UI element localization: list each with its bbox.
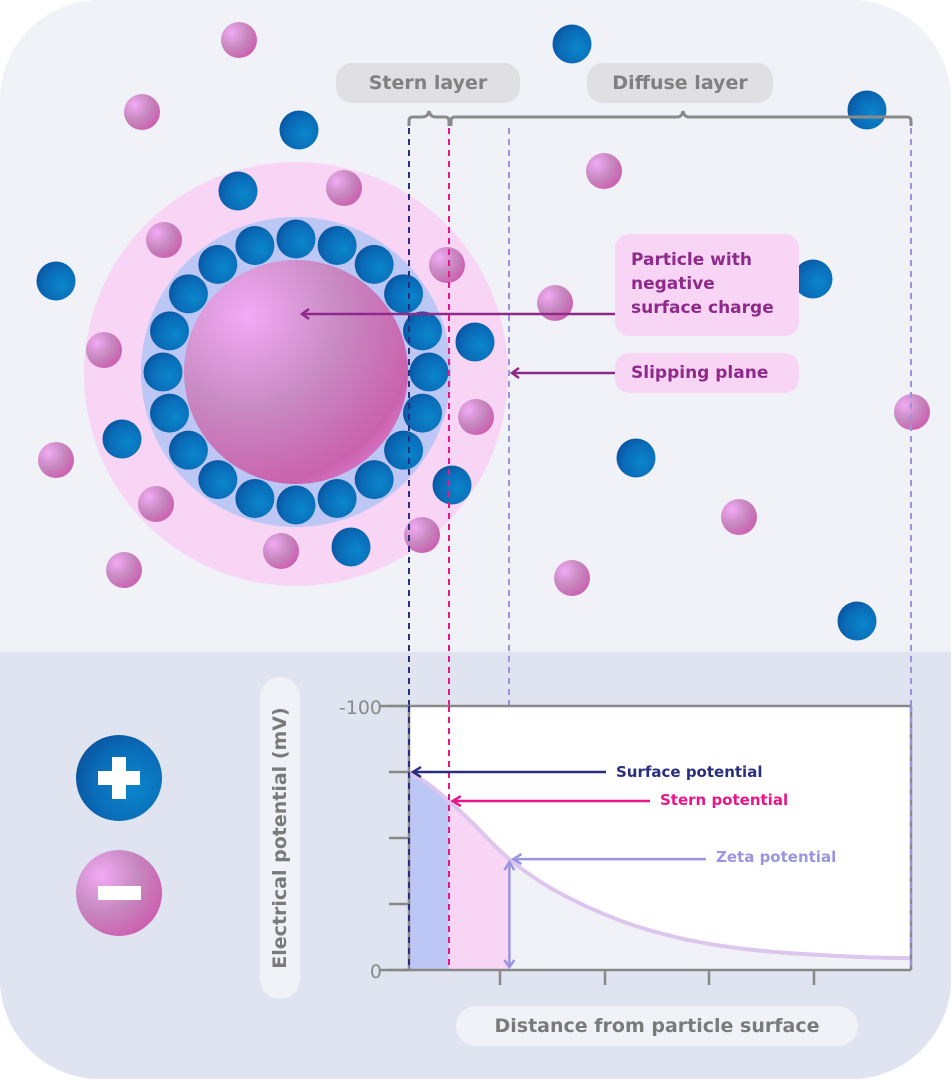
- negative-ion: [894, 394, 930, 430]
- stern-region-fill: [409, 772, 449, 970]
- stern-positive-ion: [235, 478, 275, 518]
- stern-positive-ion: [150, 311, 190, 351]
- slipping-plane-callout: Slipping plane: [615, 353, 799, 393]
- positive-ion: [616, 438, 656, 478]
- y-tick-label-bottom: 0: [369, 961, 382, 983]
- positive-ion: [331, 527, 371, 567]
- negative-ion: [146, 222, 182, 258]
- annotation-arrow-head: [410, 765, 422, 779]
- stern-positive-ion: [317, 226, 357, 266]
- stern-positive-ion: [143, 352, 183, 392]
- positive-ion: [847, 90, 887, 130]
- stern-potential-label: Stern potential: [660, 791, 789, 809]
- positive-ion: [432, 465, 472, 505]
- annotation-arrow-head: [511, 853, 523, 866]
- particle-callout-line-3: surface charge: [631, 298, 774, 318]
- negative-ion: [221, 22, 257, 58]
- positive-ion: [837, 601, 877, 641]
- positive-ion: [455, 322, 495, 362]
- negative-ion: [537, 285, 573, 321]
- negative-ion: [721, 499, 757, 535]
- y-axis-label-pill: [260, 677, 300, 999]
- stern-layer-brace: [407, 110, 451, 126]
- y-tick-label-top: -100: [338, 697, 382, 719]
- negative-ion: [458, 399, 494, 435]
- potential-curve: [407, 770, 912, 961]
- stern-positive-ion: [409, 352, 449, 392]
- negative-ion: [404, 517, 440, 553]
- stern-positive-ion: [150, 393, 190, 433]
- negative-ion: [326, 170, 362, 206]
- stern-layer-ions: [143, 219, 449, 525]
- free-ions: [36, 22, 930, 641]
- negative-ion: [586, 153, 622, 189]
- plus-icon-v: [112, 757, 126, 799]
- stern-layer-label: Stern layer: [336, 63, 520, 103]
- positive-ion: [36, 261, 76, 301]
- diffuse-layer-label: Diffuse layer: [587, 63, 773, 103]
- y-axis-label: Electrical potential (mV): [269, 707, 291, 969]
- stern-positive-ion: [317, 478, 357, 518]
- annotation-arrow-head: [450, 794, 462, 808]
- stern-positive-ion: [276, 219, 316, 259]
- zeta-arrow-head-up: [503, 859, 516, 871]
- surface-potential-label: Surface potential: [616, 763, 763, 781]
- negative-ion: [106, 552, 142, 588]
- stern-positive-ion: [384, 274, 424, 314]
- particle-callout-line-2: negative: [631, 274, 715, 294]
- diffuse-layer-brace: [449, 110, 913, 126]
- negative-ion: [138, 486, 174, 522]
- stern-positive-ion: [402, 311, 442, 351]
- positive-ion: [102, 419, 142, 459]
- negative-ion: [263, 533, 299, 569]
- area-under-curve: [409, 772, 911, 970]
- negative-ion: [86, 332, 122, 368]
- stern-positive-ion: [235, 226, 275, 266]
- stern-positive-ion: [168, 274, 208, 314]
- minus-icon-bar: [98, 886, 141, 900]
- zeta-arrow-head-down: [503, 959, 516, 970]
- stern-positive-ion: [168, 430, 208, 470]
- potential-chart: [379, 704, 913, 985]
- positive-ion: [218, 171, 258, 211]
- stern-positive-ion: [276, 485, 316, 525]
- stern-positive-ion: [198, 460, 238, 500]
- positive-ion: [793, 259, 833, 299]
- stern-positive-ion: [354, 460, 394, 500]
- particle-callout-line-1: Particle with: [631, 250, 752, 270]
- stern-positive-ion: [354, 244, 394, 284]
- particle-arrow-head: [299, 307, 310, 321]
- negative-ion: [124, 94, 160, 130]
- positive-ion: [552, 24, 592, 64]
- positive-ion: [279, 110, 319, 150]
- charged-particle: [184, 260, 408, 484]
- stern-positive-ion: [384, 430, 424, 470]
- stern-positive-ion: [402, 393, 442, 433]
- x-axis-label: Distance from particle surface: [456, 1006, 858, 1046]
- zeta-potential-label: Zeta potential: [716, 848, 837, 866]
- negative-ion: [429, 247, 465, 283]
- particle-callout: Particle with negative surface charge: [615, 234, 799, 336]
- negative-ion: [38, 442, 74, 478]
- negative-ion: [554, 560, 590, 596]
- slipping-arrow-head: [509, 366, 520, 380]
- stern-positive-ion: [198, 244, 238, 284]
